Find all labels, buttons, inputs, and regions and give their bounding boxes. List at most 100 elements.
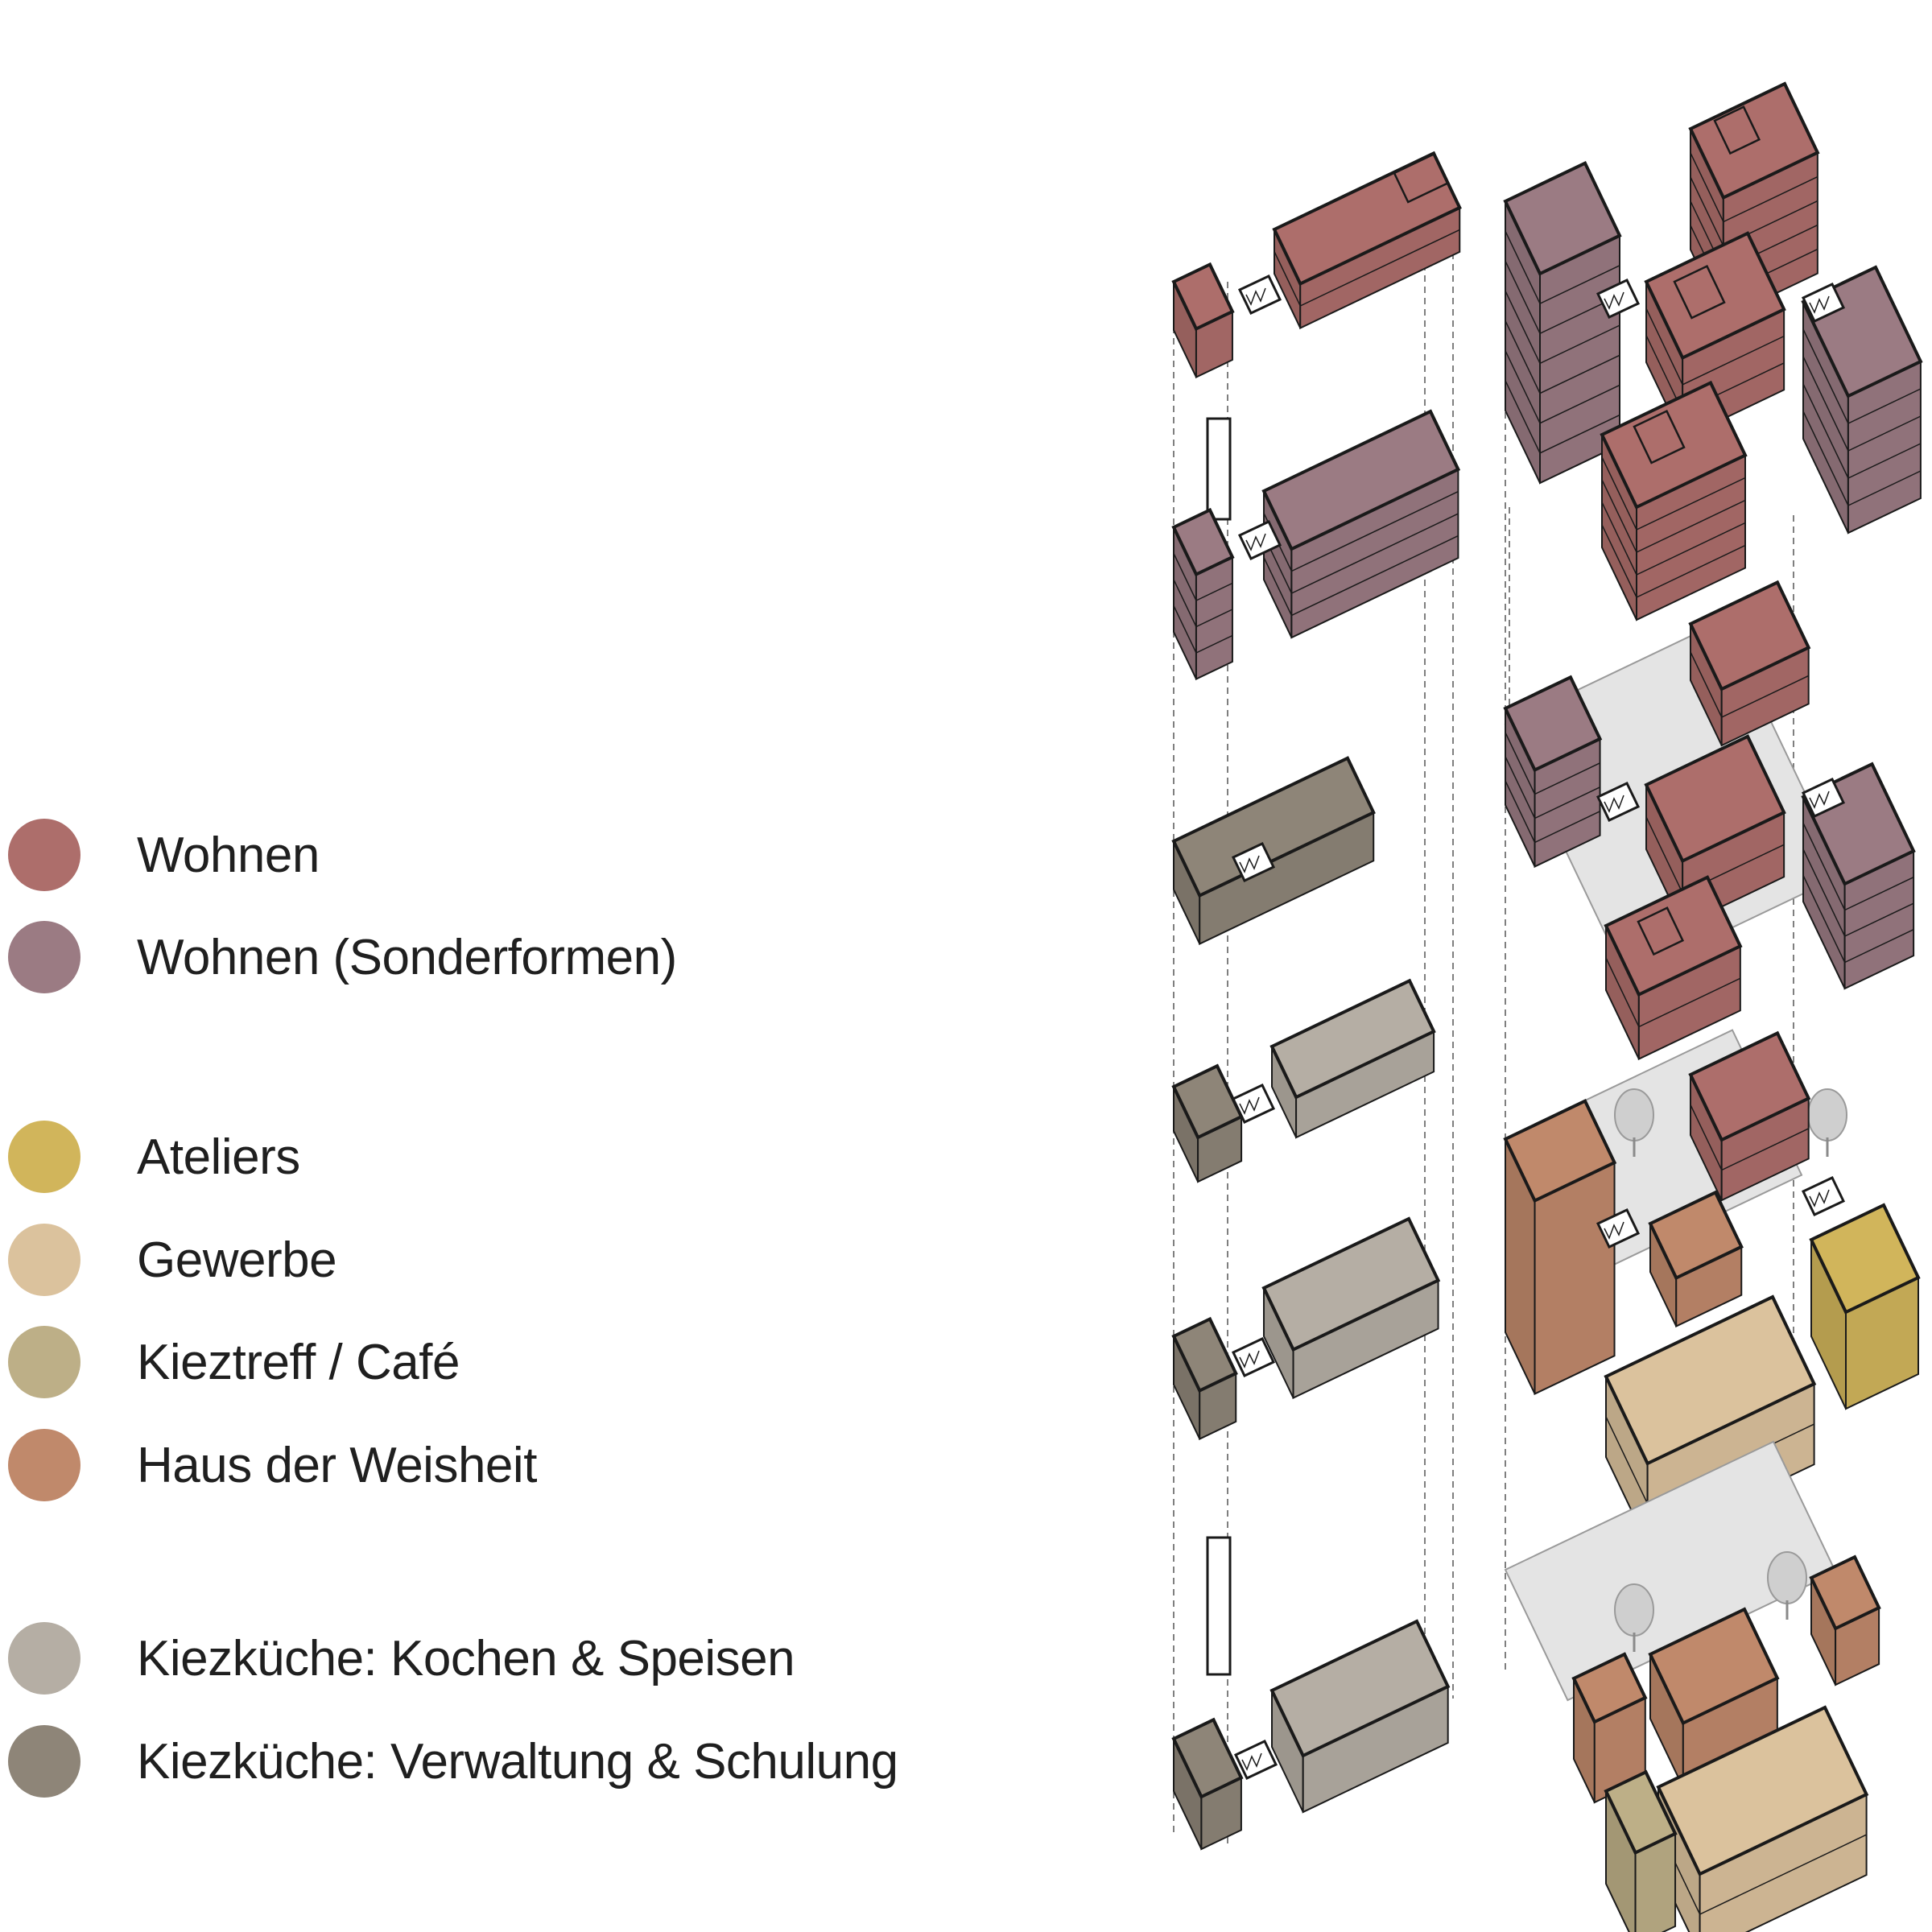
right-l3-haus-der-weisheit [1503,1099,1617,1396]
top-face [1648,1607,1780,1726]
right-upper-core-b [1801,283,1846,323]
right-l4-core-a [1596,782,1641,822]
left-l5-core [1237,520,1282,560]
legend-label: Gewerbe [137,1232,337,1288]
right-l4-core-b [1801,778,1846,818]
swatch-haus-der-weisheit-icon [8,1429,80,1501]
top-face [1269,978,1436,1100]
stair-steps-icon [1239,1350,1260,1368]
stair-steps-icon [1809,295,1830,314]
stair-core [1231,842,1276,882]
tree-icon [1807,1088,1847,1157]
floor-line [1802,823,1914,911]
stair-steps-icon [1604,1221,1624,1240]
right-l3-haus-der-weisheit-b [1648,1190,1744,1328]
top-face [1809,1203,1921,1315]
top-face [1171,1717,1244,1799]
right-l4-wing-west [1503,675,1603,869]
legend-item-kieztreff-cafe: Kieztreff / Café [8,1326,460,1398]
right-l4-wing-east [1801,762,1916,990]
top-face [1688,580,1811,691]
right-l3-ateliers [1809,1203,1921,1410]
top-face [1171,507,1235,577]
swatch-kieztreff-cafe-icon [8,1326,80,1398]
stair-core [1801,283,1846,323]
floor-line [1802,875,1914,964]
tree-crown [1614,1583,1654,1637]
stair-core [1596,1208,1641,1249]
legend-label: Wohnen [137,827,320,883]
top-face [1503,1099,1617,1203]
stair-core [1596,279,1641,319]
floor-line [1802,356,1922,452]
legend-item-ateliers: Ateliers [8,1121,300,1193]
floor-line [1505,380,1620,454]
floor-line [1802,411,1922,507]
legend-item-gewerbe: Gewerbe [8,1224,337,1296]
legend-label: Kiezküche: Verwaltung & Schulung [137,1733,898,1790]
top-face [1261,409,1461,551]
tree-crown [1767,1551,1807,1604]
floor-line [1690,1104,1810,1171]
legend-label: Haus der Weisheit [137,1437,537,1493]
legend-label: Ateliers [137,1129,300,1185]
left-l5-wing-a [1171,507,1235,681]
swatch-wohnen-sonderformen-icon [8,921,80,993]
top-face [1171,262,1235,332]
floor-line [1802,383,1922,480]
top-face [1600,380,1748,510]
floor-line [1263,535,1459,617]
room-outline [1393,152,1450,204]
room-outline [1673,264,1726,320]
left-l2-core [1231,1337,1276,1377]
right-upper-tower-east [1801,265,1923,535]
stair-core [1231,1337,1276,1377]
floor-line [1802,848,1914,938]
legend-item-wohnen: Wohnen [8,819,320,891]
front-face [1534,1161,1616,1396]
left-l3-wing-b [1269,978,1436,1139]
floor-line [1173,605,1233,654]
floor-line [1505,291,1620,365]
left-l6-core [1237,275,1282,315]
floor-line [1173,579,1233,628]
left-l4-bar [1171,756,1376,946]
swatch-ateliers-icon [8,1121,80,1193]
swatch-kiezkueche-verwaltung-icon [8,1725,80,1798]
floor-line [1173,553,1233,602]
swatch-gewerbe-icon [8,1224,80,1296]
top-face [1604,875,1743,997]
left-l3-core [1231,1084,1276,1124]
stair-steps-icon [1809,1189,1830,1208]
top-face [1272,151,1462,287]
left-l1-core [1233,1740,1278,1780]
floor-line [1274,229,1460,308]
top-face [1269,1619,1451,1758]
stair-steps-icon [1604,291,1624,310]
floor-line [1605,957,1741,1028]
stair-core [1233,1740,1278,1780]
top-face [1688,81,1820,200]
floor-line [1690,651,1810,719]
top-face [1604,1294,1817,1466]
stair-steps-icon [1245,533,1266,551]
legend-label: Kiezküche: Kochen & Speisen [137,1630,795,1686]
right-l1-haus-der-weisheit-b [1571,1652,1648,1804]
left-l6-wing-b [1272,151,1462,330]
stair-steps-icon [1239,855,1260,873]
tree-crown [1807,1088,1847,1141]
floor-line [1505,230,1620,305]
stair-steps-icon [1604,795,1624,813]
legend-item-haus-der-weisheit: Haus der Weisheit [8,1429,537,1501]
floor-line [1802,328,1922,425]
room-outline [1713,105,1761,155]
swatch-wohnen-icon [8,819,80,891]
tree-icon [1614,1583,1654,1652]
floor-line [1601,479,1746,554]
legend-label: Wohnen (Sonderformen) [137,929,677,985]
floor-line [1601,502,1746,576]
floor-line [1505,780,1600,844]
floor-line [1505,350,1620,424]
legend-item-wohnen-sonderformen: Wohnen (Sonderformen) [8,921,677,993]
right-l3-housing [1688,1030,1811,1202]
